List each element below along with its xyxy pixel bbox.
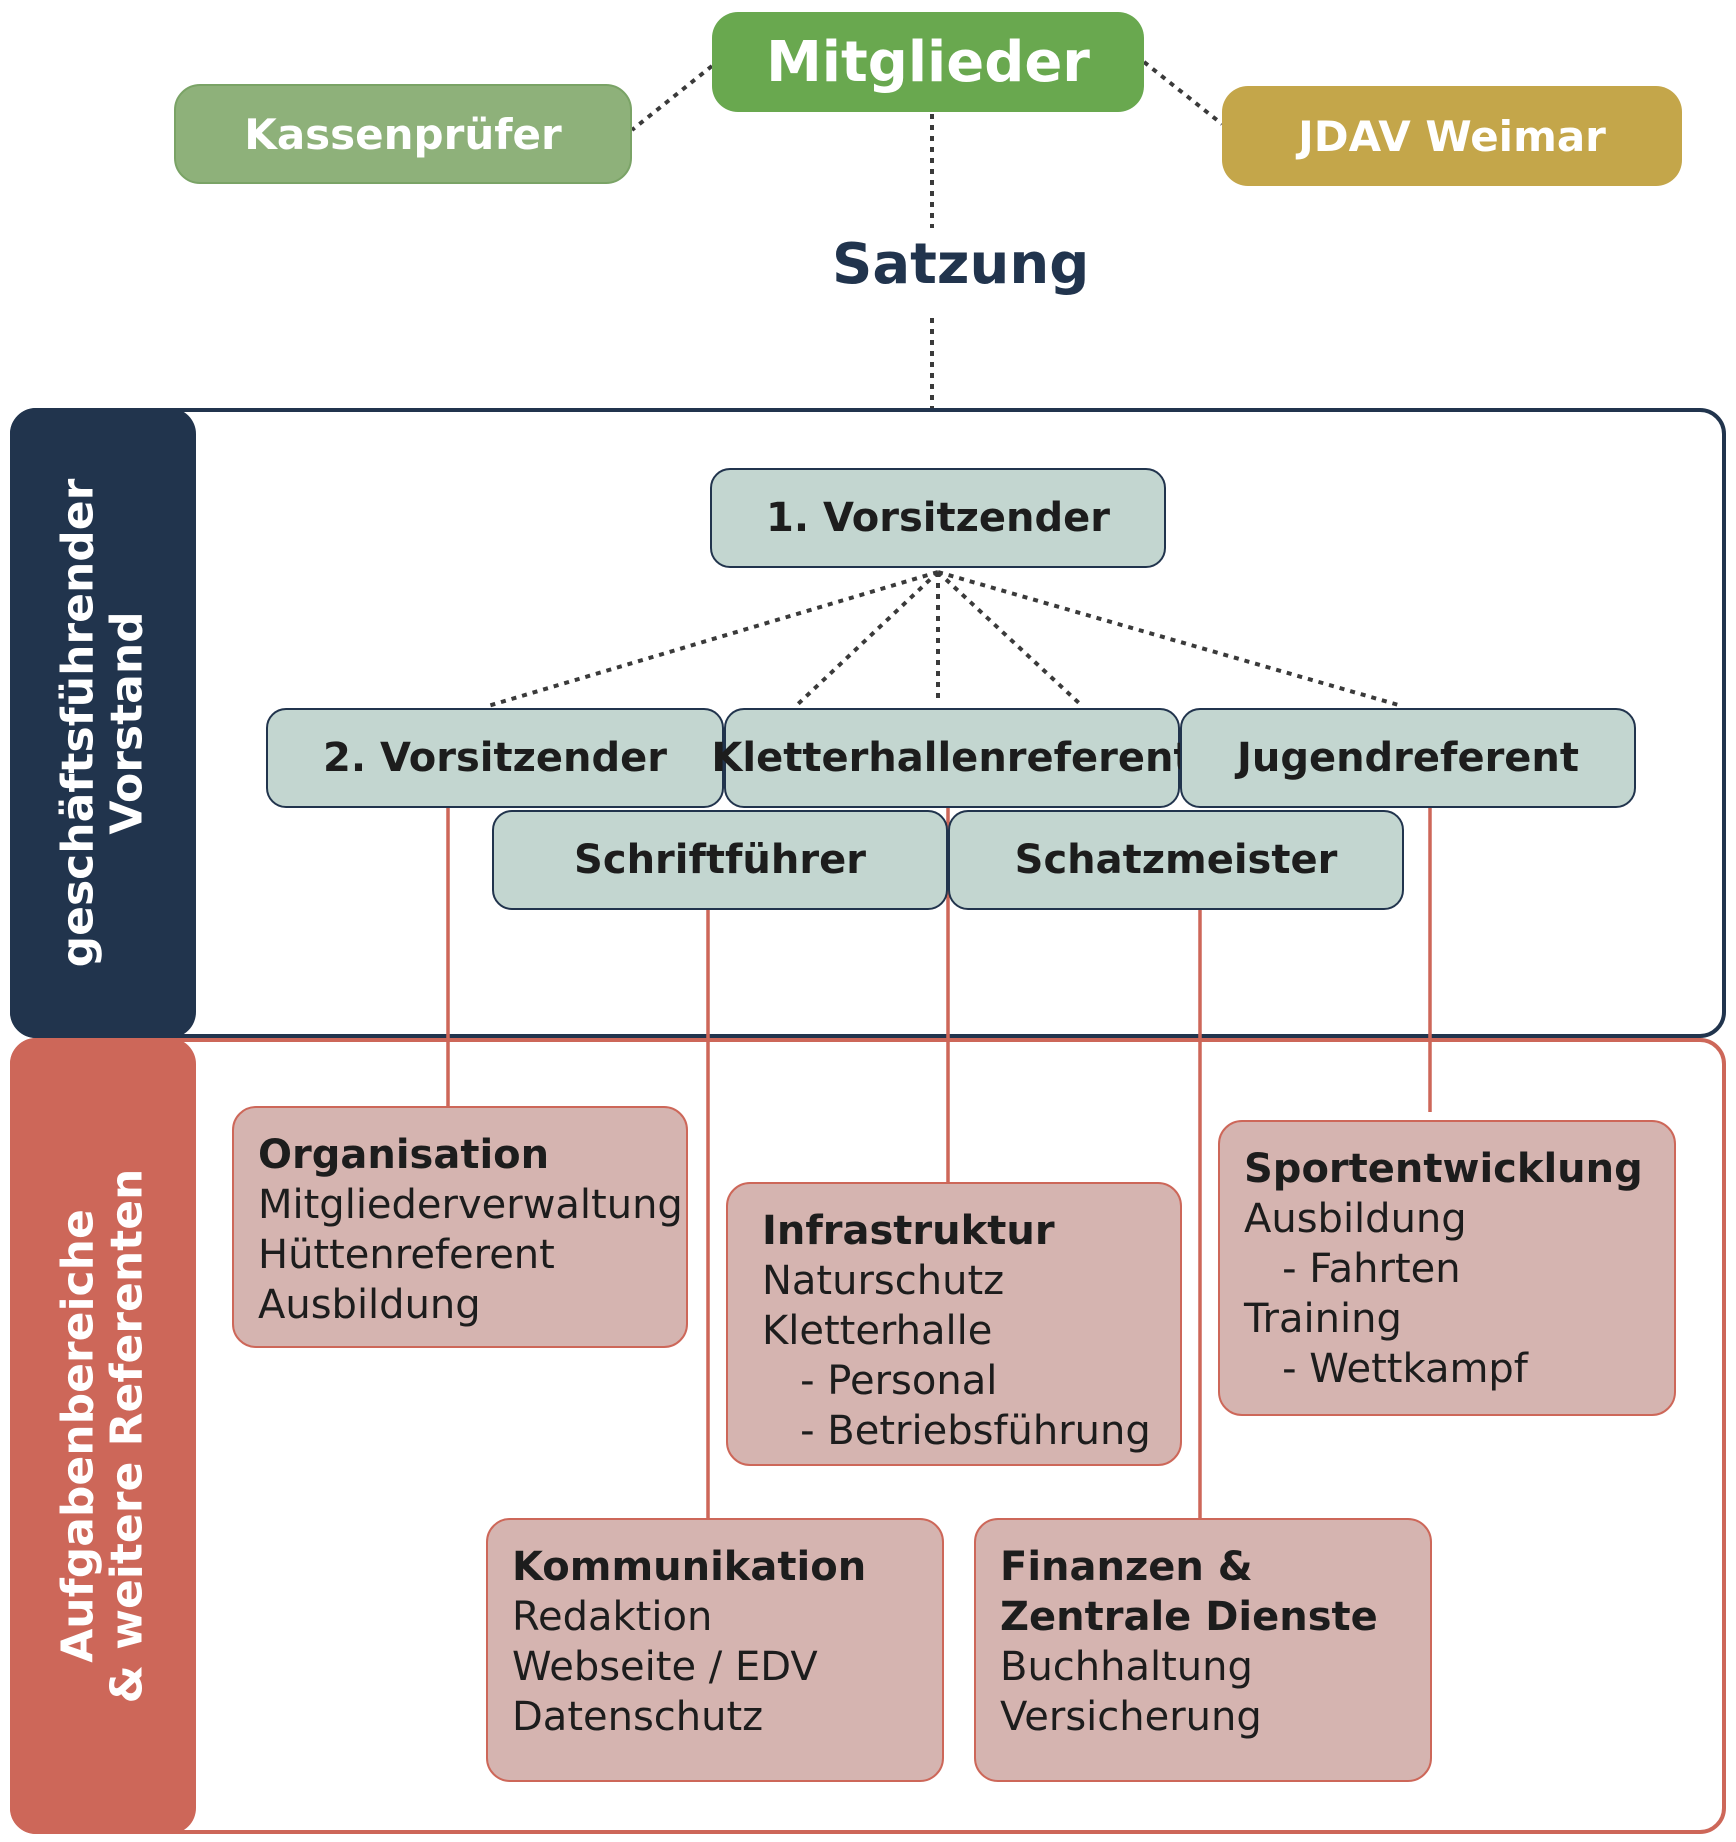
organisation-item: Hüttenreferent	[258, 1232, 555, 1278]
mitglieder-box: Mitglieder	[712, 12, 1144, 112]
finanzen-title-line1: Finanzen &	[1000, 1544, 1253, 1590]
infrastruktur-box: Infrastruktur Naturschutz Kletterhalle -…	[726, 1182, 1182, 1466]
schatzmeister-label: Schatzmeister	[1014, 837, 1338, 883]
schriftfuehrer-box: Schriftführer	[492, 810, 948, 910]
line-mitglieder-kassenpruefer	[630, 64, 714, 132]
vorstand-sidebar: geschäftsführender Vorstand	[10, 408, 196, 1038]
kassenpruefer-box: Kassenprüfer	[174, 84, 632, 184]
schatzmeister-box: Schatzmeister	[948, 810, 1404, 910]
kommunikation-item: Datenschutz	[512, 1694, 764, 1740]
jdav-weimar-label: JDAV Weimar	[1298, 111, 1606, 161]
kassenpruefer-label: Kassenprüfer	[244, 109, 562, 159]
mitglieder-label: Mitglieder	[766, 29, 1090, 95]
aufgaben-sidebar: Aufgabenbereiche & weitere Referenten	[10, 1038, 196, 1834]
finanzen-box: Finanzen & Zentrale Dienste Buchhaltung …	[974, 1518, 1432, 1782]
line-v1-kletterhallenreferent	[796, 570, 940, 706]
sportentwicklung-item: Training	[1244, 1296, 1402, 1342]
kommunikation-item: Redaktion	[512, 1594, 713, 1640]
organisation-title: Organisation	[258, 1132, 550, 1178]
vorsitzender-1-label: 1. Vorsitzender	[766, 495, 1110, 541]
line-v1-jugendreferent	[937, 570, 1403, 708]
infrastruktur-title: Infrastruktur	[762, 1208, 1055, 1254]
sportentwicklung-title: Sportentwicklung	[1244, 1146, 1643, 1192]
kommunikation-box: Kommunikation Redaktion Webseite / EDV D…	[486, 1518, 944, 1782]
finanzen-item: Versicherung	[1000, 1694, 1262, 1740]
organisation-box: Organisation Mitgliederverwaltung Hütten…	[232, 1106, 688, 1348]
aufgaben-label-line2: & weitere Referenten	[102, 1168, 153, 1704]
aufgaben-label-line1: Aufgabenbereiche	[52, 1209, 104, 1663]
finanzen-item: Buchhaltung	[1000, 1644, 1253, 1690]
schriftfuehrer-label: Schriftführer	[574, 837, 866, 883]
infrastruktur-item: - Personal	[762, 1358, 998, 1404]
kommunikation-title: Kommunikation	[512, 1544, 867, 1590]
sportentwicklung-item: - Wettkampf	[1244, 1346, 1528, 1392]
finanzen-title-line2: Zentrale Dienste	[1000, 1594, 1378, 1640]
jdav-weimar-box: JDAV Weimar	[1222, 86, 1682, 186]
jugendreferent-label: Jugendreferent	[1236, 735, 1580, 781]
kletterhallenreferent-label: Kletterhallenreferent	[711, 735, 1193, 781]
kletterhallenreferent-box: Kletterhallenreferent	[711, 708, 1193, 808]
line-v1-schatzmeister	[936, 570, 1082, 706]
jugendreferent-box: Jugendreferent	[1180, 708, 1636, 808]
infrastruktur-item: - Betriebsführung	[762, 1408, 1151, 1454]
sportentwicklung-box: Sportentwicklung Ausbildung - Fahrten Tr…	[1218, 1120, 1676, 1416]
sportentwicklung-item: - Fahrten	[1244, 1246, 1461, 1292]
line-v1-v2	[487, 570, 939, 708]
vorstand-sidebar-label: geschäftsführender Vorstand	[52, 478, 153, 968]
organisation-item: Ausbildung	[258, 1282, 481, 1328]
sportentwicklung-item: Ausbildung	[1244, 1196, 1467, 1242]
line-mitglieder-jdav	[1142, 60, 1224, 126]
infrastruktur-item: Naturschutz	[762, 1258, 1005, 1304]
vorsitzender-2-box: 2. Vorsitzender	[266, 708, 724, 808]
vorstand-label-line1: geschäftsführender	[52, 478, 104, 968]
organisation-item: Mitgliederverwaltung	[258, 1182, 683, 1228]
satzung-label: Satzung	[832, 232, 1090, 297]
infrastruktur-item: Kletterhalle	[762, 1308, 993, 1354]
vorsitzender-1-box: 1. Vorsitzender	[710, 468, 1166, 568]
vorstand-label-line2: Vorstand	[102, 611, 153, 835]
vorsitzender-2-label: 2. Vorsitzender	[323, 735, 667, 781]
aufgaben-sidebar-label: Aufgabenbereiche & weitere Referenten	[52, 1168, 153, 1704]
kommunikation-item: Webseite / EDV	[512, 1644, 818, 1690]
